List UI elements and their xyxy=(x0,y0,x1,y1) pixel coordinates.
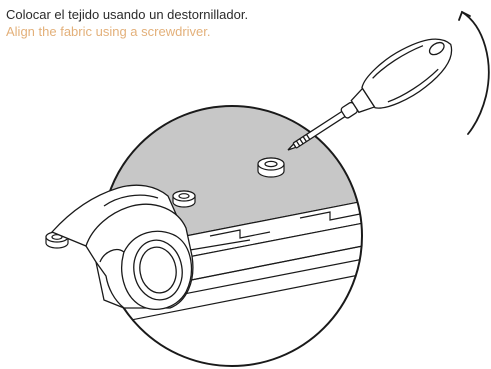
instruction-caption: Colocar el tejido usando un destornillad… xyxy=(6,6,426,40)
bracket-part xyxy=(50,184,194,310)
caption-english: Align the fabric using a screwdriver. xyxy=(6,24,211,39)
rotation-arrow-icon xyxy=(458,10,490,135)
caption-spanish: Colocar el tejido usando un destornillad… xyxy=(6,7,249,22)
screw-head-middle xyxy=(172,190,196,208)
screw-head-right xyxy=(257,157,285,178)
screwdriver-icon xyxy=(287,38,453,151)
